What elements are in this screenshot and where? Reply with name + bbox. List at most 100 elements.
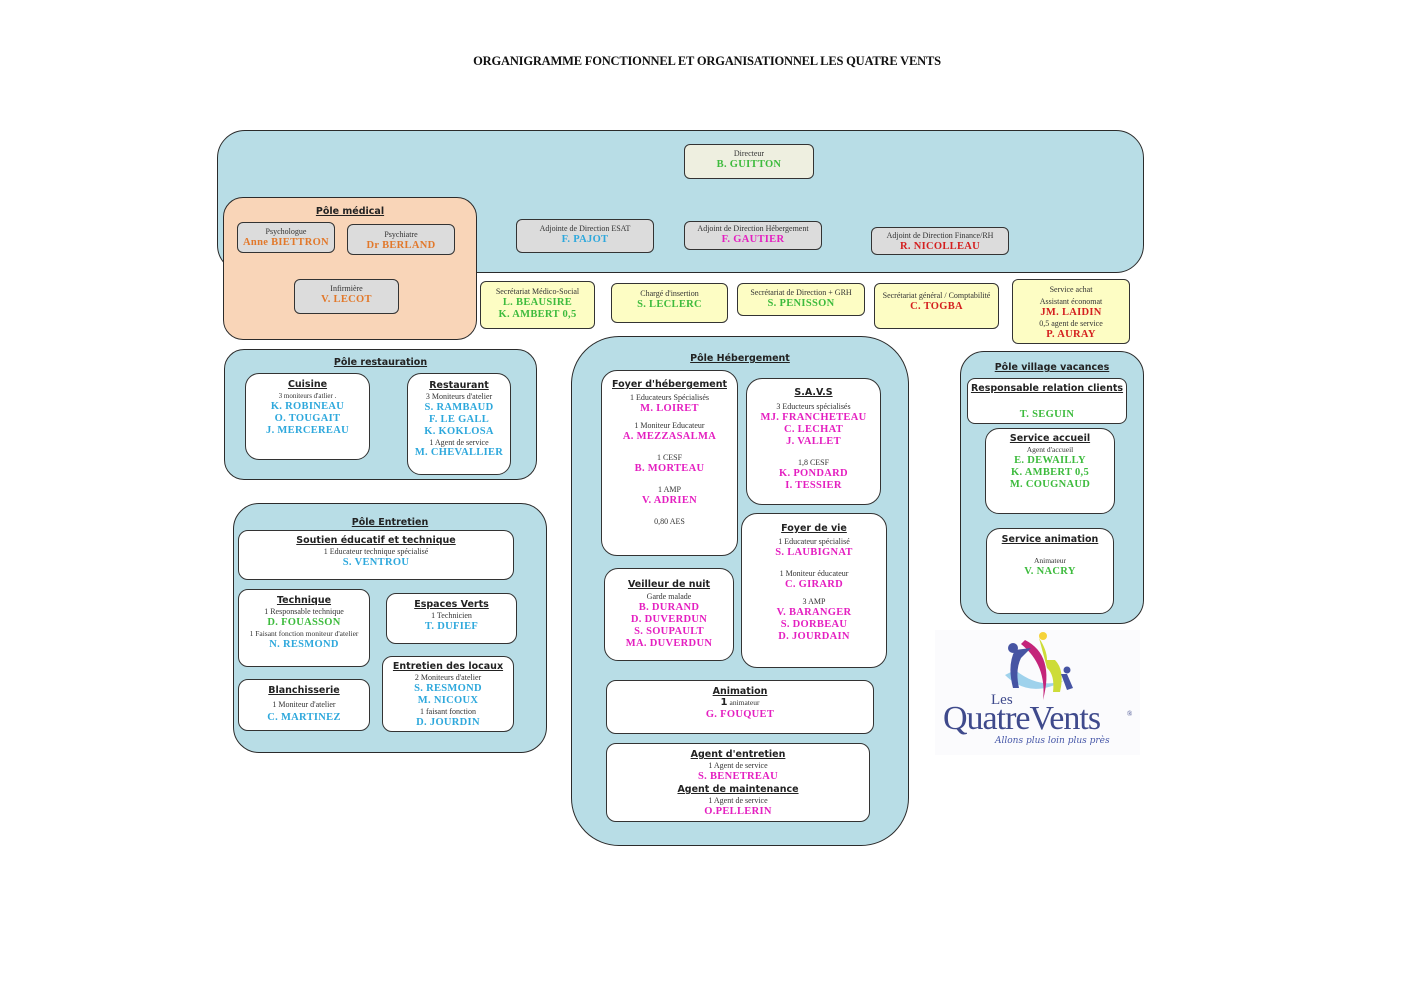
quatre-vents-logo: Les QuatreVents ® Allons plus loin plus … [935, 630, 1140, 755]
savs-name: C. LECHAT [783, 424, 844, 435]
adj-hebergement-name: F. GAUTIER [721, 234, 785, 245]
animation-box: Animation 1 animateur G. FOUQUET [606, 680, 874, 734]
soutien-name: S. VENTROU [342, 557, 410, 568]
restaurant-role: 1 Agent de service [429, 438, 489, 447]
savs-name: J. VALLET [786, 436, 841, 447]
psychiatre-name: Dr BERLAND [366, 240, 436, 251]
foyer-vie-box: Foyer de vie 1 Educateur spécialisé S. L… [741, 513, 887, 668]
foyer-hebergement-role: 1 CESF [656, 453, 683, 462]
foyer-hebergement-name: V. ADRIEN [641, 495, 698, 506]
restaurant-role: 3 Moniteurs d'atelier [425, 392, 493, 401]
cuisine-role: 3 moniteurs d'atlier . [278, 392, 337, 400]
psychologue-name: Anne BIETTRON [243, 237, 329, 248]
pole-hebergement-title: Pôle Hébergement [690, 353, 790, 364]
restaurant-name: M. CHEVALLIER [414, 447, 504, 458]
secretariat-general-box: Secrétariat général / Comptabilité C. TO… [874, 283, 999, 329]
insertion-box: Chargé d'insertion S. LECLERC [611, 283, 728, 323]
blanchisserie-role: 1 Moniteur d'atelier [272, 700, 336, 709]
service-accueil-role: Agent d'accueil [1026, 445, 1074, 454]
directeur-name: B. GUITTON [716, 159, 782, 170]
veilleur-box: Veilleur de nuit Garde malade B. DURAND … [604, 568, 734, 661]
adj-finance-role: Adjoint de Direction Finance/RH [886, 231, 994, 240]
savs-name: K. PONDARD [779, 468, 848, 479]
blanchisserie-box: Blanchisserie 1 Moniteur d'atelier C. MA… [238, 679, 370, 731]
foyer-hebergement-name: B. MORTEAU [634, 463, 705, 474]
cuisine-name: O. TOUGAIT [274, 413, 341, 424]
service-achat-role: Service achat [1049, 285, 1093, 294]
adj-hebergement-box: Adjoint de Direction Hébergement F. GAUT… [684, 221, 822, 250]
psychiatre-box: Psychiatre Dr BERLAND [347, 224, 455, 255]
soutien-title: Soutien éducatif et technique [296, 535, 456, 546]
secretariat-direction-role: Secrétariat de Direction + GRH [750, 288, 852, 297]
savs-box: S.A.V.S 3 Educteurs spécialisés MJ. FRAN… [746, 378, 881, 505]
agent-maintenance-name: O.PELLERIN [704, 806, 772, 817]
logo-registered: ® [1127, 710, 1133, 718]
restaurant-name: K. KOKLOSA [424, 426, 494, 437]
entretien-locaux-name: M. NICOUX [417, 695, 479, 706]
logo-tagline: Allons plus loin plus près [995, 736, 1110, 746]
service-accueil-name: K. AMBERT 0,5 [1010, 467, 1089, 478]
entretien-locaux-title: Entretien des locaux [392, 661, 504, 672]
veilleur-name: B. DURAND [638, 602, 700, 613]
directeur-box: Directeur B. GUITTON [684, 144, 814, 179]
service-achat-role: Assistant économat [1039, 297, 1103, 306]
service-achat-role: 0,5 agent de service [1039, 319, 1103, 328]
secretariat-direction-box: Secrétariat de Direction + GRH S. PENISS… [737, 283, 865, 316]
cuisine-box: Cuisine 3 moniteurs d'atlier . K. ROBINE… [245, 373, 370, 460]
secretariat-medico-role: Secrétariat Médico-Social [495, 287, 580, 296]
entretien-locaux-name: S. RESMOND [414, 683, 482, 694]
adj-hebergement-role: Adjoint de Direction Hébergement [697, 224, 809, 233]
psychologue-role: Psychologue [265, 227, 307, 236]
infirmiere-box: Infirmière V. LECOT [294, 279, 399, 314]
insertion-name: S. LECLERC [637, 299, 702, 310]
service-accueil-name: E. DEWAILLY [1014, 455, 1086, 466]
foyer-vie-name: V. BARANGER [776, 607, 852, 618]
soutien-role: 1 Educateur technique spécialisé [323, 547, 429, 556]
savs-name: MJ. FRANCHETEAU [760, 412, 867, 423]
secretariat-medico-name: K. AMBERT 0,5 [498, 309, 577, 320]
foyer-vie-name: D. JOURDAIN [778, 631, 850, 642]
secretariat-medico-name: L. BEAUSIRE [502, 297, 573, 308]
cuisine-title: Cuisine [287, 379, 328, 390]
service-accueil-title: Service accueil [1009, 433, 1091, 444]
secretariat-medico-box: Secrétariat Médico-Social L. BEAUSIRE K.… [480, 281, 595, 329]
technique-role: 1 Responsable technique [264, 607, 344, 616]
entretien-locaux-box: Entretien des locaux 2 Moniteurs d'ateli… [382, 656, 514, 732]
savs-title: S.A.V.S [794, 387, 833, 398]
agent-entretien-role: 1 Agent de service [708, 761, 768, 770]
adj-finance-box: Adjoint de Direction Finance/RH R. NICOL… [871, 227, 1009, 255]
foyer-vie-role: 3 AMP [802, 597, 826, 606]
veilleur-name: S. SOUPAULT [634, 626, 704, 637]
service-animation-box: Service animation Animateur V. NACRY [986, 528, 1114, 614]
adj-esat-box: Adjointe de Direction ESAT F. PAJOT [516, 219, 654, 253]
agents-box: Agent d'entretien 1 Agent de service S. … [606, 743, 870, 822]
veilleur-name: MA. DUVERDUN [625, 638, 713, 649]
soutien-box: Soutien éducatif et technique 1 Educateu… [238, 530, 514, 580]
foyer-hebergement-role: 1 Moniteur Educateur [634, 421, 705, 430]
service-animation-title: Service animation [1001, 534, 1099, 545]
entretien-locaux-role: 1 faisant fonction [420, 707, 476, 716]
cuisine-name: J. MERCEREAU [266, 425, 349, 436]
pole-restauration-title: Pôle restauration [333, 357, 428, 368]
page-title: ORGANIGRAMME FONCTIONNEL ET ORGANISATION… [473, 54, 941, 68]
infirmiere-role: Infirmière [330, 284, 363, 293]
adj-esat-name: F. PAJOT [561, 234, 609, 245]
foyer-hebergement-role: 1 Educateurs Spécialisés [629, 393, 710, 402]
agent-entretien-name: S. BENETREAU [697, 771, 779, 782]
restaurant-name: S. RAMBAUD [424, 402, 494, 413]
cuisine-name: K. ROBINEAU [270, 401, 345, 412]
infirmiere-name: V. LECOT [321, 294, 372, 305]
restaurant-title: Restaurant [429, 380, 489, 391]
pole-medical-title: Pôle médical [315, 206, 385, 217]
adj-esat-role: Adjointe de Direction ESAT [539, 224, 631, 233]
foyer-hebergement-footer: 0,80 AES [654, 517, 685, 526]
logo-les: Les [991, 692, 1013, 708]
savs-role: 3 Educteurs spécialisés [776, 402, 851, 411]
agent-maintenance-title: Agent de maintenance [677, 784, 799, 795]
blanchisserie-title: Blanchisserie [268, 685, 340, 696]
restaurant-box: Restaurant 3 Moniteurs d'atelier S. RAMB… [407, 373, 511, 475]
foyer-vie-name: S. DORBEAU [780, 619, 848, 630]
psychiatre-role: Psychiatre [384, 230, 418, 239]
foyer-hebergement-name: M. LOIRET [640, 403, 699, 414]
espaces-verts-role: 1 Technicien [431, 611, 472, 620]
